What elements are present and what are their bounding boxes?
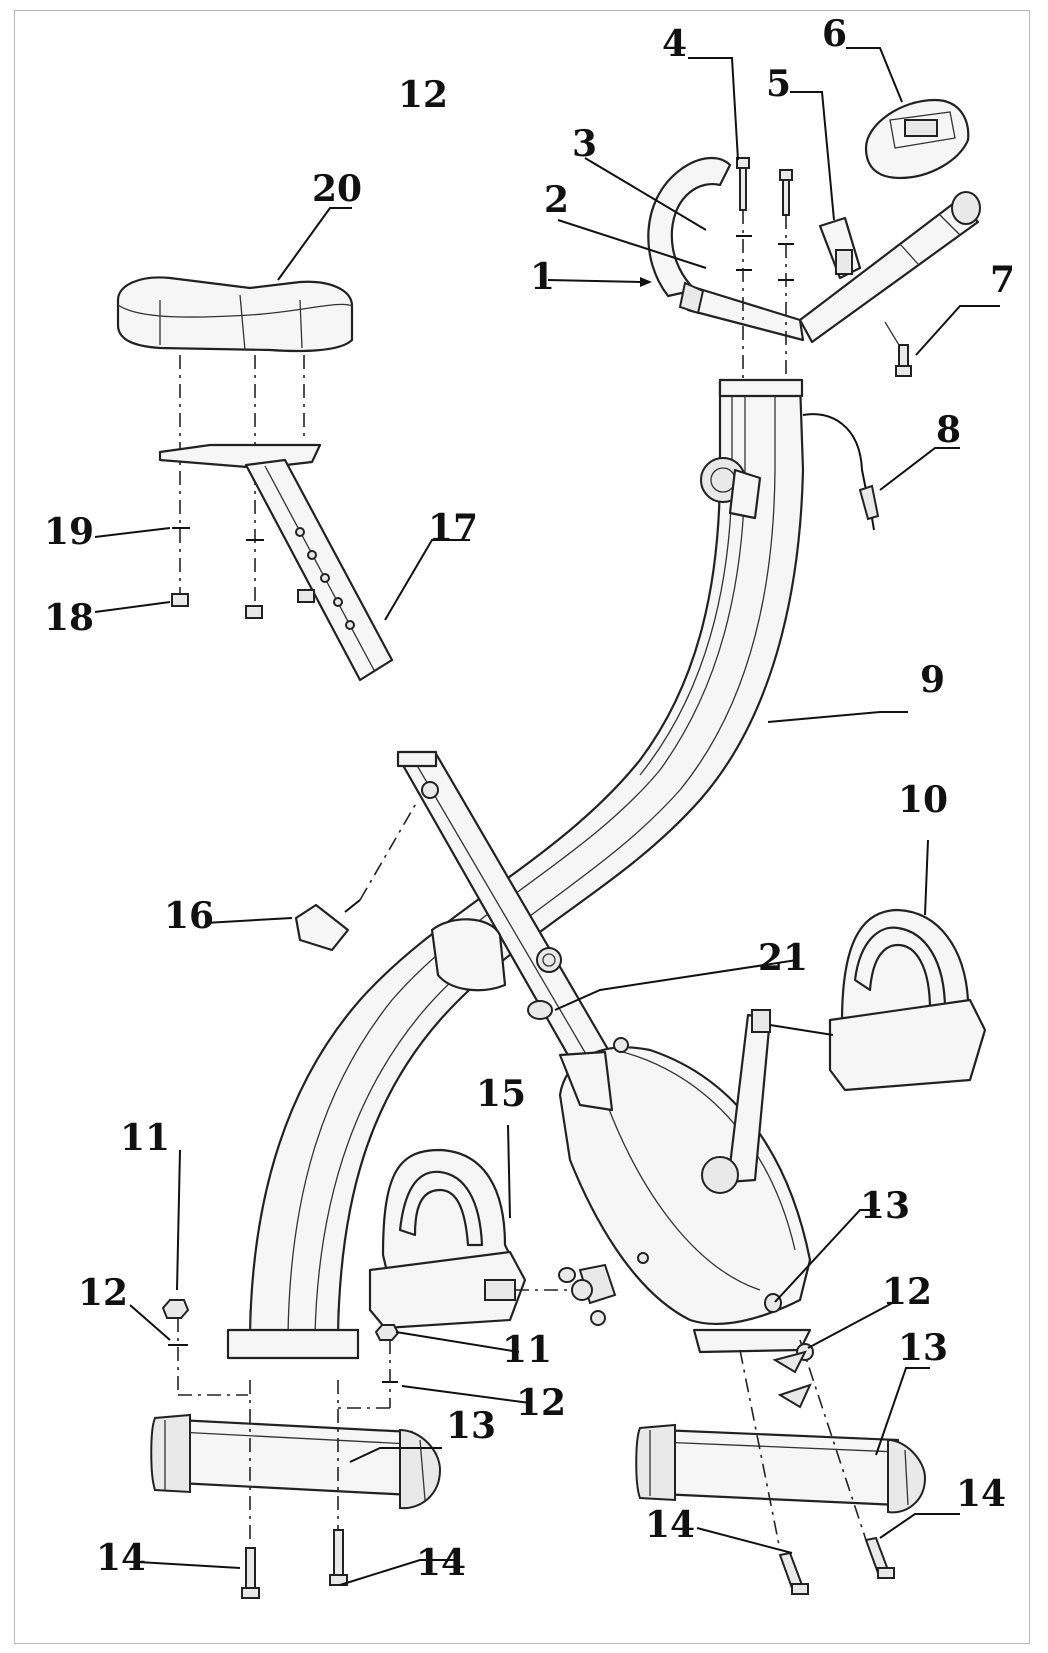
callout-21: 21 [758, 937, 808, 979]
handlebar-part [647, 157, 981, 344]
seat-part [116, 276, 354, 610]
callout-14c: 14 [645, 1504, 695, 1546]
callout-13a: 13 [860, 1185, 910, 1227]
screw-part-7 [884, 321, 912, 377]
pedal-right-part [769, 908, 987, 1092]
callout-12c: 12 [882, 1271, 932, 1313]
callout-labels: 1 2 3 4 5 6 7 8 9 10 11 11 12 12 12 12 1… [44, 13, 1015, 1584]
leader-lines [94, 47, 1000, 1586]
rear-stabilizer-part [150, 1380, 442, 1540]
callout-7: 7 [990, 259, 1015, 301]
callout-17: 17 [428, 507, 478, 549]
callout-4: 4 [662, 23, 687, 65]
front-stabilizer-part [635, 1339, 927, 1551]
seat-post-part [158, 443, 394, 682]
callout-20: 20 [312, 168, 362, 210]
callout-15: 15 [476, 1073, 526, 1115]
callout-11a: 11 [120, 1117, 170, 1159]
callout-8: 8 [936, 409, 961, 451]
callout-12b: 12 [516, 1382, 566, 1424]
callout-18: 18 [44, 597, 94, 639]
computer-bracket-part [818, 216, 862, 280]
handlebar-bolts [736, 157, 794, 380]
computer-console-part [864, 98, 970, 180]
fasteners-right [764, 1293, 814, 1409]
callout-1: 1 [530, 256, 555, 298]
callout-9: 9 [920, 659, 945, 701]
bolts-left [241, 1529, 348, 1599]
callout-10: 10 [898, 779, 948, 821]
callout-3: 3 [572, 123, 597, 165]
callout-11b: 11 [502, 1329, 552, 1371]
callout-14d: 14 [956, 1473, 1006, 1515]
crank-housing [558, 1009, 812, 1354]
callout-12a: 12 [78, 1272, 128, 1314]
main-frame-part [226, 378, 880, 1360]
callout-16: 16 [164, 895, 214, 937]
callout-13c: 13 [446, 1405, 496, 1447]
callout-2: 2 [544, 179, 569, 221]
callout-6: 6 [822, 13, 847, 55]
callout-13b: 13 [898, 1327, 948, 1369]
pedal-left-part [368, 1148, 593, 1330]
adjust-knob-part [294, 799, 419, 952]
bolts-right [778, 1536, 895, 1595]
callout-5: 5 [766, 63, 791, 105]
callout-12-top: 12 [398, 74, 448, 116]
callout-14b: 14 [416, 1542, 466, 1584]
seat-tube-frame [396, 750, 622, 1087]
callout-19: 19 [44, 511, 94, 553]
diagram-border [14, 10, 1030, 1644]
fasteners-left [161, 1299, 400, 1409]
callout-14a: 14 [96, 1537, 146, 1579]
